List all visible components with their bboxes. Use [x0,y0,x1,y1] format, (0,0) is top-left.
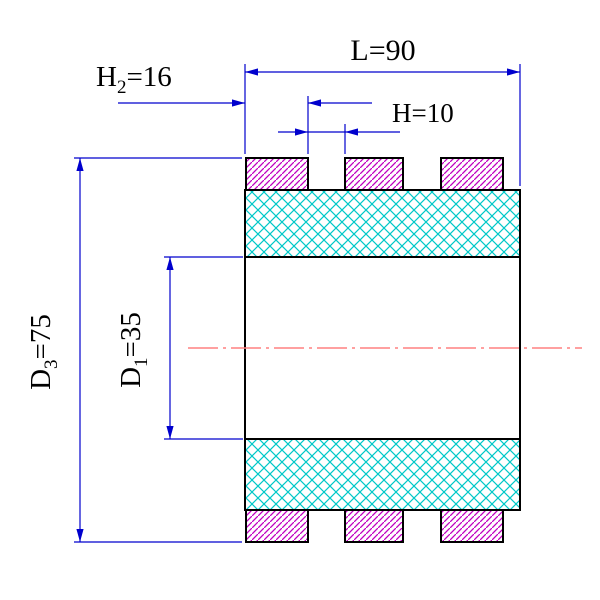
dimension-label-H2-letter: H [96,61,117,93]
arrowhead-H2-left [232,99,245,107]
dimension-label-H: H=10 [392,98,454,128]
bottom-rib-2 [344,509,404,543]
lower-wall-lattice-hatch [244,438,521,511]
dimension-label-D3-subscript: 3 [41,359,62,369]
arrowhead-H-right [345,128,358,136]
arrowhead-D3-bottom [76,529,84,542]
top-rib-2 [344,157,404,191]
dimension-label-D1-letter: D [115,367,147,388]
arrowhead-D3-top [76,158,84,171]
arrowhead-D1-top [166,257,174,270]
dimension-label-H2: H2=16 [96,61,172,98]
arrowhead-L-left [245,68,258,76]
dimension-label-D3-value: =75 [25,314,57,359]
dimension-label-L: L=90 [350,34,415,67]
dimension-label-D1: D1=35 [115,312,152,388]
arrowhead-H2-right [308,99,321,107]
dimension-label-D3: D3=75 [25,314,62,390]
dimension-label-D1-value: =35 [115,312,147,357]
upper-wall-lattice-hatch [244,189,521,258]
dimension-label-H2-value: =16 [126,61,171,93]
bottom-rib-1 [245,509,309,543]
top-rib-1 [245,157,309,191]
bottom-rib-3 [440,509,504,543]
arrowhead-H-left [295,128,308,136]
arrowhead-L-right [507,68,520,76]
dimension-label-D1-subscript: 1 [131,357,152,367]
dimension-label-D3-letter: D [25,369,57,390]
top-rib-3 [440,157,504,191]
dimension-label-H2-subscript: 2 [117,77,127,98]
arrowhead-D1-bottom [166,426,174,439]
